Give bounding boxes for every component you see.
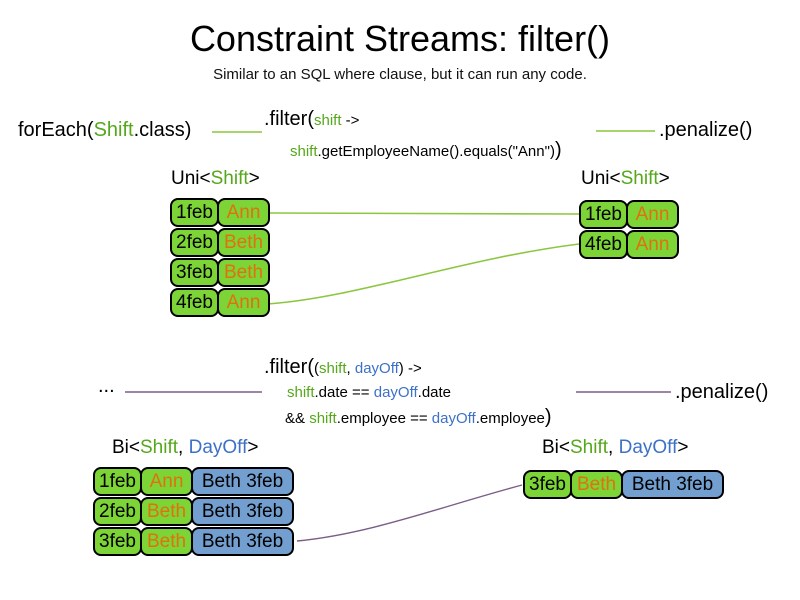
cond1-end: .date [417, 384, 452, 401]
cell-pair: Beth 3feb [191, 527, 294, 556]
cell-name: Beth [570, 470, 623, 499]
bi-right-suffix: > [677, 437, 689, 458]
bi-left-header: Bi<Shift, DayOff> [112, 437, 258, 459]
cond2-end: .employee [475, 410, 545, 427]
cell-name: Beth [140, 497, 193, 526]
cell-date: 3feb [523, 470, 572, 499]
table-row: 4feb Ann [170, 288, 270, 317]
uni-right-table: 1feb Ann 4feb Ann [579, 200, 679, 259]
uni-right-prefix: Uni< [581, 168, 621, 189]
cell-name: Ann [217, 288, 270, 317]
uni-right-type: Shift [620, 168, 659, 189]
table-row: 2feb Beth [170, 228, 270, 257]
uni-left-header: Uni<Shift> [171, 168, 260, 190]
flow2-filter-head: .filter((shift, dayOff) -> [264, 356, 422, 379]
table-row: 3feb Beth Beth 3feb [93, 527, 294, 556]
table-row: 3feb Beth [170, 258, 270, 287]
filter2-open-paren: ( [314, 360, 319, 377]
bi-left-table: 1feb Ann Beth 3feb 2feb Beth Beth 3feb 3… [93, 467, 294, 556]
filter2-param2: dayOff [354, 360, 399, 377]
cell-pair: Beth 3feb [191, 497, 294, 526]
cell-date: 1feb [93, 467, 142, 496]
bi-right-comma: , [608, 437, 619, 458]
cell-date: 2feb [170, 228, 219, 257]
flow2-filter-cond2: && shift.employee == dayOff.employee) [285, 406, 552, 429]
table-row: 4feb Ann [579, 230, 679, 259]
uni-left-type: Shift [210, 168, 249, 189]
filter1-body-expr: .getEmployeeName().equals("Ann") [317, 143, 555, 160]
bi-left-suffix: > [247, 437, 259, 458]
uni-left-prefix: Uni< [171, 168, 211, 189]
cell-name: Beth [217, 258, 270, 287]
cell-pair: Beth 3feb [621, 470, 724, 499]
connector-bi-3feb [296, 484, 523, 542]
flow1-filter-head: .filter(shift -> [264, 108, 359, 131]
cell-date: 4feb [579, 230, 628, 259]
filter1-close-paren: ) [554, 139, 562, 161]
connector-uni-1feb [267, 212, 580, 215]
foreach-class-name: Shift [93, 119, 134, 141]
page-subtitle: Similar to an SQL where clause, but it c… [213, 66, 587, 83]
bi-left-prefix: Bi< [112, 437, 140, 458]
cond1-shift: shift [287, 384, 315, 401]
uni-left-table: 1feb Ann 2feb Beth 3feb Beth 4feb Ann [170, 198, 270, 317]
cell-date: 1feb [170, 198, 219, 227]
table-row: 1feb Ann [579, 200, 679, 229]
cond2-mid: .employee == [336, 410, 432, 427]
cond2-shift: shift [309, 410, 337, 427]
cell-date: 2feb [93, 497, 142, 526]
cell-name: Beth [140, 527, 193, 556]
filter1-keyword: .filter( [264, 108, 314, 130]
bi-right-header: Bi<Shift, DayOff> [542, 437, 688, 459]
flow1-source-code: forEach(Shift.class) [18, 119, 191, 142]
cell-name: Ann [626, 230, 679, 259]
cell-pair: Beth 3feb [191, 467, 294, 496]
uni-left-suffix: > [248, 168, 260, 189]
cell-date: 1feb [579, 200, 628, 229]
bi-right-type2: DayOff [618, 437, 678, 458]
table-row: 3feb Beth Beth 3feb [523, 470, 724, 499]
filter1-arrow: -> [341, 112, 360, 129]
cond2-dayoff: dayOff [431, 410, 476, 427]
filter2-arrow: ) -> [398, 360, 422, 377]
cell-date: 3feb [93, 527, 142, 556]
cell-date: 3feb [170, 258, 219, 287]
flow2-source-dots: ... [98, 375, 115, 397]
filter2-close-paren: ) [544, 406, 552, 428]
bi-right-type1: Shift [570, 437, 609, 458]
filter2-keyword: .filter( [264, 356, 314, 378]
flow1-sink-code: .penalize() [659, 119, 753, 141]
uni-right-suffix: > [658, 168, 670, 189]
cell-name: Ann [217, 198, 270, 227]
cell-name: Ann [140, 467, 193, 496]
foreach-prefix: forEach( [18, 119, 94, 141]
cell-name: Ann [626, 200, 679, 229]
cond2-amp: && [285, 410, 310, 427]
flow2-sink-code: .penalize() [675, 381, 769, 403]
flow2-filter-cond1: shift.date == dayOff.date [287, 384, 451, 401]
cell-date: 4feb [170, 288, 219, 317]
cond1-mid: .date == [314, 384, 374, 401]
cell-name: Beth [217, 228, 270, 257]
bi-right-table: 3feb Beth Beth 3feb [523, 470, 724, 499]
bi-right-prefix: Bi< [542, 437, 570, 458]
cond1-dayoff: dayOff [373, 384, 418, 401]
bi-left-type2: DayOff [188, 437, 248, 458]
table-row: 1feb Ann [170, 198, 270, 227]
filter2-comma: , [346, 360, 355, 377]
bi-left-comma: , [178, 437, 189, 458]
table-row: 2feb Beth Beth 3feb [93, 497, 294, 526]
filter2-param1: shift [319, 360, 347, 377]
bi-left-type1: Shift [140, 437, 179, 458]
filter1-param: shift [314, 112, 342, 129]
table-row: 1feb Ann Beth 3feb [93, 467, 294, 496]
filter1-body-param: shift [290, 143, 318, 160]
page-title: Constraint Streams: filter() [189, 18, 611, 59]
uni-right-header: Uni<Shift> [581, 168, 670, 190]
connector-uni-4feb [267, 243, 580, 305]
flow1-filter-body: shift.getEmployeeName().equals("Ann")) [290, 139, 562, 162]
foreach-suffix: .class) [133, 119, 192, 141]
